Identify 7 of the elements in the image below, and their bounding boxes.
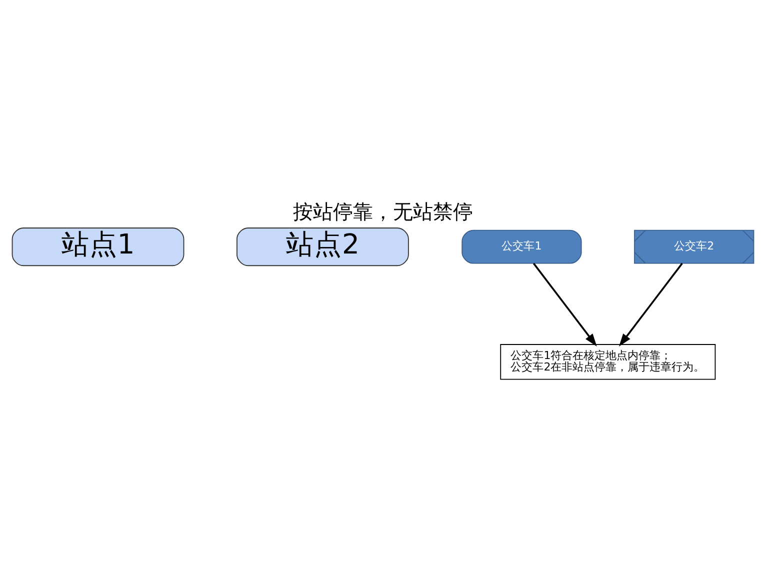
node-box: 站点1 (12, 227, 184, 266)
node-box: 站点2 (236, 227, 409, 266)
diagram-title: 按站停靠，无站禁停 (293, 198, 473, 223)
node-box: 公交车1符合在核定地点内停靠； 公交车2在非站点停靠，属于违章行为。 (500, 344, 716, 380)
arrow (532, 262, 597, 346)
arrow (618, 262, 683, 346)
node-box: 公交车1 (462, 229, 582, 264)
